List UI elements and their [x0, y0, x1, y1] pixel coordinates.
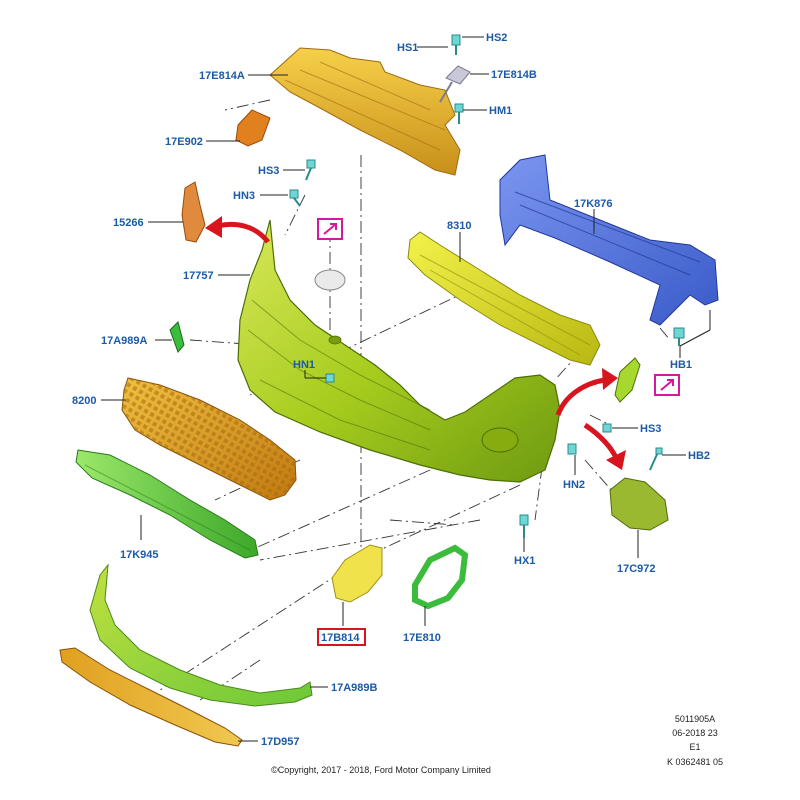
label-17C972: 17C972 [617, 563, 656, 575]
red-arrows [205, 216, 626, 470]
meta-line-3: E1 [689, 742, 700, 752]
highlight-box-17B814 [317, 628, 366, 646]
bracket-17E814B [439, 65, 471, 103]
label-15266: 15266 [113, 217, 144, 229]
callout-labels: 17E814A 17E902 HS1 HS2 17E814B HM1 HS3 H… [72, 32, 710, 748]
side-trim-right [614, 357, 641, 403]
lower-grille-17K945 [75, 449, 259, 559]
fasteners [289, 34, 685, 538]
arrow-up-right-icon [555, 368, 618, 416]
fastener-HS3b [602, 423, 612, 433]
label-8310: 8310 [447, 220, 471, 232]
label-17E810: 17E810 [403, 632, 441, 644]
bracket-17C972 [609, 477, 669, 531]
drawing-metadata: 5011905A 06-2018 23 E1 K 0362481 05 [667, 714, 723, 767]
fastener-HN1 [325, 373, 335, 383]
fastener-HN2 [567, 443, 577, 455]
clip-17A989A [169, 321, 185, 353]
label-HS3-upper: HS3 [258, 165, 279, 177]
label-17B814: 17B814 [321, 632, 360, 644]
meta-line-4: K 0362481 05 [667, 757, 723, 767]
spoiler-17D957 [59, 647, 243, 747]
label-17E902: 17E902 [165, 136, 203, 148]
label-17E814B: 17E814B [491, 69, 537, 81]
fastener-HM1 [454, 103, 464, 124]
grille-8200 [121, 377, 297, 501]
label-17K945: 17K945 [120, 549, 159, 561]
label-HM1: HM1 [489, 105, 512, 117]
meta-line-1: 5011905A [675, 714, 715, 724]
fastener-HB2 [649, 447, 663, 471]
label-HB1: HB1 [670, 359, 692, 371]
label-17A989B: 17A989B [331, 682, 378, 694]
leader-lines [101, 36, 711, 742]
lower-trim-17A989B [89, 563, 313, 707]
label-17A989A: 17A989A [101, 335, 148, 347]
fastener-HX1 [519, 514, 529, 538]
copyright-notice: ©Copyright, 2017 - 2018, Ford Motor Comp… [271, 765, 491, 775]
emblem [314, 269, 346, 291]
bracket-15266 [181, 181, 206, 243]
label-HN3: HN3 [233, 190, 255, 202]
label-HB2: HB2 [688, 450, 710, 462]
label-HN2: HN2 [563, 479, 585, 491]
label-17757: 17757 [183, 270, 214, 282]
absorber-8310 [407, 231, 601, 366]
label-HS1: HS1 [397, 42, 418, 54]
pointer-box-2 [654, 374, 680, 396]
fastener-HN3 [289, 189, 301, 207]
bumper-cover-17757 [237, 219, 561, 483]
label-8200: 8200 [72, 395, 96, 407]
fog-bezel-17B814 [331, 544, 383, 603]
label-17D957: 17D957 [261, 736, 300, 748]
fastener-HB1 [673, 327, 685, 346]
bracket-17E902 [235, 109, 271, 147]
label-HS2: HS2 [486, 32, 507, 44]
label-HN1: HN1 [293, 359, 315, 371]
fog-surround-17E810 [412, 544, 469, 610]
upper-absorber-17E814A [269, 47, 461, 176]
pointer-box-1 [317, 218, 343, 240]
fastener-HS1 [451, 34, 461, 55]
reinforcement-beam-17K876 [499, 154, 719, 326]
label-17E814A: 17E814A [199, 70, 245, 82]
label-17K876: 17K876 [574, 198, 613, 210]
arrow-left-icon [205, 216, 270, 244]
fastener-HS3a [305, 159, 316, 181]
meta-line-2: 06-2018 23 [672, 728, 718, 738]
label-HX1: HX1 [514, 555, 535, 567]
arrow-down-right-icon [583, 422, 626, 470]
label-HS3-lower: HS3 [640, 423, 661, 435]
